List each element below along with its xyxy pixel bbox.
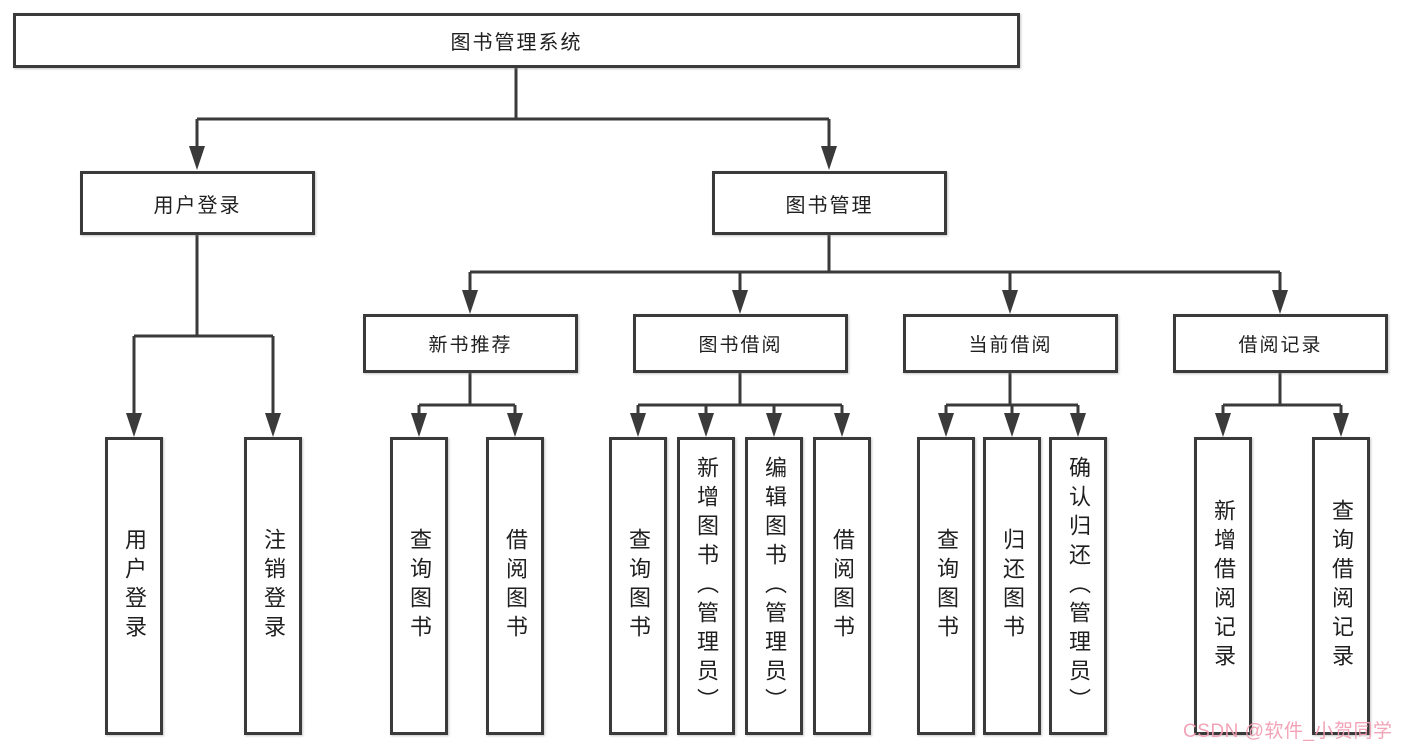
node-current-borrowing: 当前借阅 <box>903 314 1118 373</box>
leaf-query-borrow-record: 查询借阅记录 <box>1312 437 1370 735</box>
connector-root-to-level2 <box>195 68 831 150</box>
leaf-borrow-books-2: 借阅图书 <box>813 437 871 735</box>
connector-book-borrow-children <box>636 373 844 418</box>
leaf-user-login: 用户登录 <box>105 437 163 735</box>
node-book-borrowing: 图书借阅 <box>633 314 848 373</box>
leaf-query-books-3: 查询图书 <box>917 437 975 735</box>
leaf-edit-book-admin: 编辑图书（管理员） <box>745 437 803 735</box>
csdn-watermark: CSDN @软件_小贺同学 <box>1183 721 1393 742</box>
leaf-borrow-books-1: 借阅图书 <box>486 437 544 735</box>
node-book-management: 图书管理 <box>712 171 947 235</box>
node-library-management-system: 图书管理系统 <box>13 13 1020 68</box>
connector-current-borrow-children <box>944 373 1080 418</box>
node-borrowing-records: 借阅记录 <box>1173 314 1388 373</box>
leaf-add-book-admin: 新增图书（管理员） <box>677 437 735 735</box>
leaf-query-books-1: 查询图书 <box>390 437 448 735</box>
node-new-book-recommendation: 新书推荐 <box>363 314 578 373</box>
leaf-return-books: 归还图书 <box>983 437 1041 735</box>
leaf-query-books-2: 查询图书 <box>609 437 667 735</box>
leaf-logout-login: 注销登录 <box>244 437 302 735</box>
arrowheads <box>126 146 1349 437</box>
connector-book-mgmt-to-level3 <box>468 235 1282 295</box>
leaf-confirm-return-admin: 确认归还（管理员） <box>1049 437 1107 735</box>
node-user-login: 用户登录 <box>80 171 315 235</box>
connector-new-book-children <box>417 373 517 418</box>
leaf-add-borrow-record: 新增借阅记录 <box>1194 437 1252 735</box>
connector-user-login-children <box>132 235 275 418</box>
connector-borrow-records-children <box>1221 373 1343 418</box>
